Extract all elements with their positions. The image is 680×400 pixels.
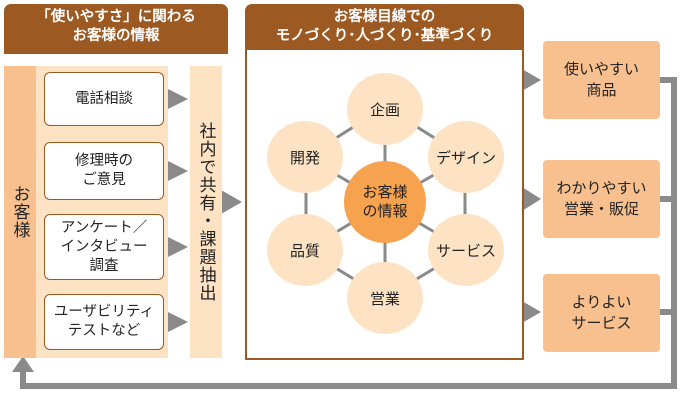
arrow-source-2: [166, 160, 188, 182]
arrow-to-outcome-3: [522, 301, 541, 323]
source-survey-interview: アンケート／ インタビュー 調査: [44, 214, 164, 280]
outcome-label: よりよい: [571, 293, 632, 311]
dept-label: 企画: [369, 100, 400, 119]
source-label: 電話相談: [75, 90, 133, 107]
outcome-easy-products: 使いやすい 商品: [543, 41, 660, 119]
arrow-source-1: [166, 88, 188, 110]
source-label: アンケート／: [60, 219, 148, 236]
dept-label: 品質: [289, 241, 320, 260]
dept-label: 開発: [289, 148, 320, 167]
source-label: ユーザビリティ: [53, 304, 155, 320]
source-repair-feedback: 修理時の ご意見: [44, 142, 164, 200]
dept-planning: 企画: [347, 73, 423, 145]
outcome-label: 商品: [586, 81, 617, 99]
dept-quality: 品質: [267, 214, 343, 286]
share-issue-box: 社内で共有・課題抽出: [190, 66, 222, 358]
left-header: 「使いやすさ」に関わる お客様の情報: [4, 4, 228, 50]
outcome-label: わかりやすい: [556, 179, 647, 197]
source-usability-test: ユーザビリティ テストなど: [44, 294, 164, 350]
dept-label: デザイン: [435, 148, 496, 167]
customer-bar: お客様: [4, 66, 36, 358]
left-header-line2: お客様の情報: [72, 28, 160, 44]
source-label: 修理時の: [75, 153, 133, 169]
center-customer-info: お客様 の情報: [344, 161, 426, 243]
hub-frame: [245, 48, 524, 360]
customer-label: お客様: [9, 185, 30, 239]
outcome-better-service: よりよい サービス: [543, 274, 660, 352]
arrow-to-outcome-2: [522, 187, 541, 211]
center-line1: お客様: [362, 183, 408, 201]
dept-service: サービス: [428, 214, 504, 286]
right-header-line1: お客様目線での: [333, 9, 436, 25]
right-header: お客様目線での モノづくり･人づくり･基準づくり: [245, 4, 524, 50]
outcome-label: 使いやすい: [563, 60, 639, 78]
dept-label: 営業: [369, 289, 400, 308]
source-label: テストなど: [67, 323, 141, 339]
outcome-label: 営業・販促: [563, 200, 639, 218]
source-phone-consultation: 電話相談: [44, 72, 164, 126]
source-label: ご意見: [82, 172, 126, 188]
arrow-share-to-hub: [221, 190, 242, 214]
arrow-source-4: [166, 311, 188, 333]
source-label: 調査: [89, 257, 119, 274]
dept-sales: 営業: [347, 262, 423, 334]
arrow-to-outcome-1: [522, 69, 541, 91]
right-header-line2: モノづくり･人づくり･基準づくり: [275, 28, 494, 44]
share-label: 社内で共有・課題抽出: [195, 122, 216, 302]
outcome-clear-sales: わかりやすい 営業・販促: [543, 160, 660, 238]
source-label: インタビュー: [60, 238, 148, 255]
arrow-source-3: [166, 236, 188, 258]
dept-design: デザイン: [428, 121, 504, 193]
dept-label: サービス: [435, 241, 496, 260]
left-header-underline: [4, 50, 228, 54]
dept-development: 開発: [267, 121, 343, 193]
center-line2: の情報: [362, 202, 408, 220]
left-header-line1: 「使いやすさ」に関わる: [36, 9, 196, 25]
feedback-arrowhead: [12, 356, 34, 372]
outcome-label: サービス: [571, 314, 632, 332]
